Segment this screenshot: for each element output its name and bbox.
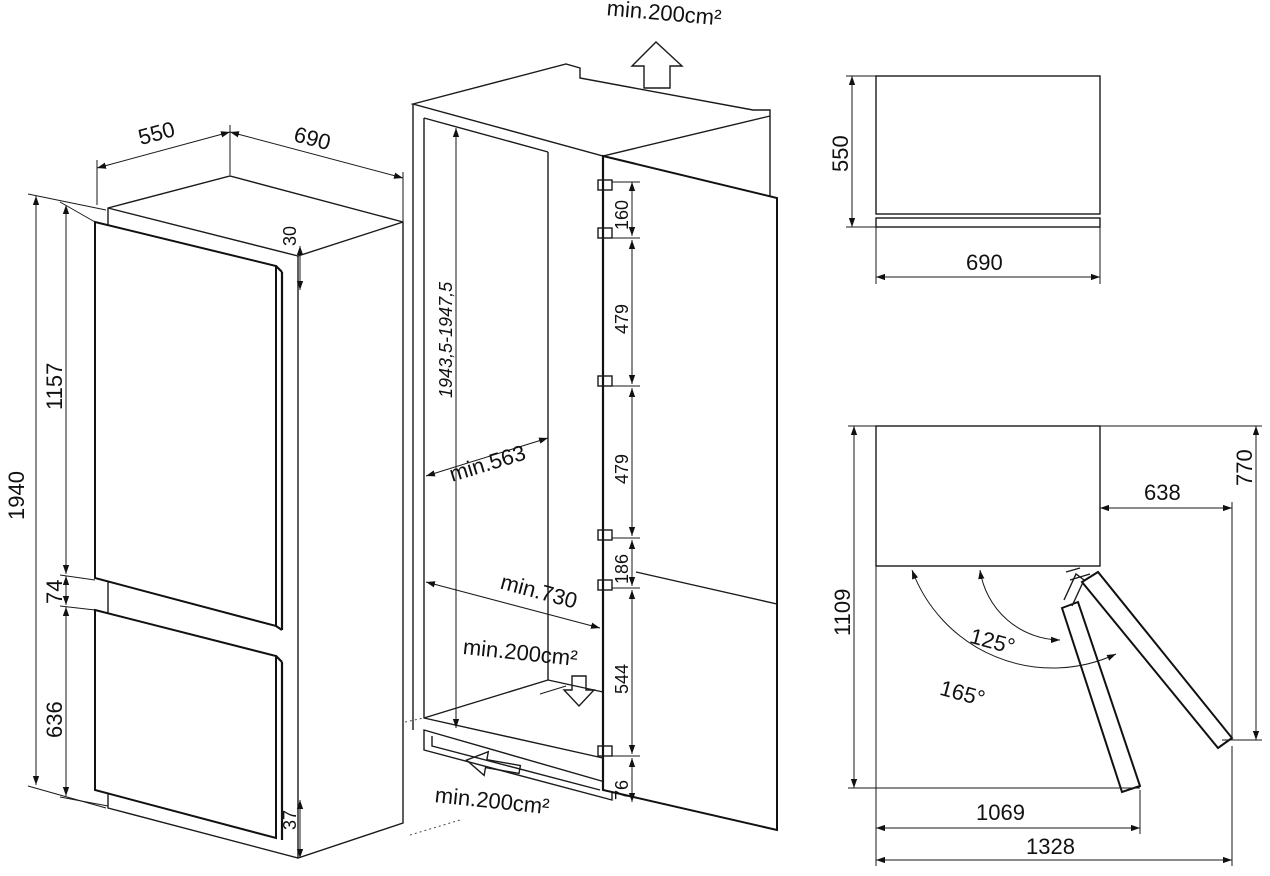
swing-dim-1069: 1069: [976, 800, 1025, 825]
niche-top: [410, 63, 771, 157]
dim-niche-height: 1943,5-1947,5: [436, 281, 456, 398]
dim-min-730: min.730: [498, 569, 580, 613]
swing-dim-770: 770: [1232, 449, 1257, 486]
swing-body: [875, 425, 1101, 567]
lower-door: [94, 608, 277, 840]
niche-side-panel: [602, 154, 778, 832]
plan-dim-550: 550: [828, 135, 853, 172]
vent-top-label: min.200cm²: [606, 0, 723, 30]
upper-door: [94, 220, 277, 628]
swing-dim-1328: 1328: [1026, 834, 1075, 859]
angle-165: 165°: [937, 675, 987, 711]
dim-160: 160: [612, 200, 632, 230]
swing-view: 125° 165° 770 638 1109 1069 1328: [830, 425, 1262, 866]
dim-37: 37: [280, 810, 300, 830]
dim-1940: 1940: [4, 471, 29, 520]
niche-plinth: [423, 729, 613, 801]
dim-550: 550: [136, 116, 178, 150]
dim-76: 76: [612, 780, 632, 800]
plan-door: [875, 217, 1101, 228]
angle-125: 125°: [967, 623, 1017, 659]
dim-30: 30: [280, 226, 300, 246]
vent-bottom-label: min.200cm²: [434, 782, 551, 819]
swing-dim-638: 638: [1144, 480, 1181, 505]
dim-636: 636: [42, 701, 67, 738]
appliance-view: 550 690 30 1940 1157 74 636 37: [4, 116, 404, 859]
plan-dim-690: 690: [966, 250, 1003, 275]
dim-186: 186: [612, 554, 632, 584]
vent-top-arrow: [630, 41, 684, 89]
vent-middle-label: min.200cm²: [462, 634, 579, 671]
dim-74: 74: [42, 580, 67, 604]
swing-dim-1109: 1109: [830, 589, 855, 636]
plan-body: [875, 75, 1101, 215]
vent-middle-arrow: [562, 675, 596, 708]
dim-1157: 1157: [42, 363, 67, 410]
vent-bottom-arrow: [465, 750, 522, 777]
dim-479-b: 479: [612, 454, 632, 484]
niche-view: min.200cm² min.200cm² min.200cm² 1943,5-…: [404, 0, 778, 836]
dim-544: 544: [612, 664, 632, 694]
dim-min-563: min.563: [446, 440, 528, 487]
plan-view: 550 690: [828, 75, 1101, 284]
dim-479-a: 479: [612, 304, 632, 334]
